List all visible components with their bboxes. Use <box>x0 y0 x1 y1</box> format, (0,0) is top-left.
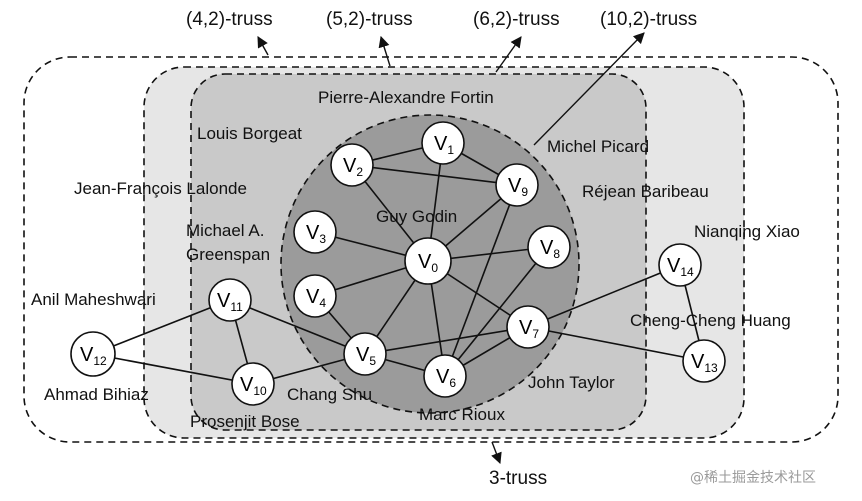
node-v9[interactable] <box>495 163 539 207</box>
node-v7[interactable] <box>506 305 550 349</box>
name-guy: Guy Godin <box>376 207 457 226</box>
node-label-v4: V4 <box>306 286 326 310</box>
name-ahmad: Ahmad Bihiaz <box>44 385 149 404</box>
edge-v11-v5 <box>229 299 366 355</box>
name-anil: Anil Maheshwari <box>31 290 156 309</box>
node-v1[interactable] <box>421 121 465 165</box>
node-label-v9: V9 <box>508 175 528 199</box>
name-jean: Jean-François Lalonde <box>74 179 247 198</box>
node-v13[interactable] <box>682 339 726 383</box>
arrow-4-truss <box>257 36 269 56</box>
node-label-v0: V0 <box>418 251 438 275</box>
label-5-truss: (5,2)-truss <box>326 9 413 30</box>
label-4-truss: (4,2)-truss <box>186 9 273 30</box>
name-nianqing: Nianqing Xiao <box>694 222 800 241</box>
name-prosenjit: Prosenjit Bose <box>190 412 300 431</box>
edge-v11-v12 <box>92 299 231 355</box>
node-label-v11: V11 <box>217 290 243 314</box>
label-3-truss: 3-truss <box>489 468 547 489</box>
label-10-truss: (10,2)-truss <box>600 9 697 30</box>
node-label-v8: V8 <box>540 237 560 261</box>
node-label-v12: V12 <box>80 344 107 368</box>
label-6-truss: (6,2)-truss <box>473 9 560 30</box>
edge-v8-v6 <box>444 246 550 377</box>
node-v14[interactable] <box>658 243 702 287</box>
arrow-10-truss <box>533 32 645 146</box>
name-michael-2: Greenspan <box>186 245 270 264</box>
node-v5[interactable] <box>343 332 387 376</box>
arrow-6-truss <box>495 36 522 73</box>
name-cheng: Cheng-Cheng Huang <box>630 311 791 330</box>
node-v10[interactable] <box>231 362 275 406</box>
node-label-v3: V3 <box>306 222 326 246</box>
node-v0[interactable] <box>404 237 452 285</box>
name-john: John Taylor <box>528 373 615 392</box>
node-label-v10: V10 <box>240 374 267 398</box>
name-rejean: Réjean Baribeau <box>582 182 709 201</box>
edge-v9-v6 <box>444 184 518 377</box>
node-label-v13: V13 <box>691 351 718 375</box>
node-v4[interactable] <box>293 274 337 318</box>
name-chang: Chang Shu <box>287 385 372 404</box>
author-labels: Pierre-Alexandre Fortin Louis Borgeat Mi… <box>31 88 800 431</box>
name-pierre: Pierre-Alexandre Fortin <box>318 88 494 107</box>
edge-v7-v13 <box>527 326 705 362</box>
watermark-text: @稀土掘金技术社区 <box>690 470 816 486</box>
arrow-5-truss <box>378 35 391 67</box>
node-label-v2: V2 <box>343 155 363 179</box>
node-labels: V0 V1 V2 V3 V4 V5 V6 V7 V8 V9 V10 V11 V1… <box>80 133 718 398</box>
node-label-v5: V5 <box>356 344 376 368</box>
name-marc: Marc Rioux <box>419 405 505 424</box>
node-label-v14: V14 <box>667 255 694 279</box>
edge-v12-v10 <box>92 353 254 385</box>
name-michel: Michel Picard <box>547 137 649 156</box>
node-v11[interactable] <box>208 278 252 322</box>
node-v6[interactable] <box>423 354 467 398</box>
node-v12[interactable] <box>70 331 116 377</box>
name-louis: Louis Borgeat <box>197 124 302 143</box>
node-v3[interactable] <box>293 210 337 254</box>
edge-v7-v14 <box>527 264 681 328</box>
nodes <box>70 121 726 406</box>
node-v2[interactable] <box>330 143 374 187</box>
edge-v2-v9 <box>351 164 518 186</box>
node-v8[interactable] <box>527 225 571 269</box>
edge-v5-v7 <box>364 326 529 355</box>
node-label-v7: V7 <box>519 317 539 341</box>
node-label-v1: V1 <box>434 133 454 157</box>
node-label-v6: V6 <box>436 366 456 390</box>
arrow-3-truss <box>491 441 502 465</box>
name-michael-1: Michael A. <box>186 221 264 240</box>
